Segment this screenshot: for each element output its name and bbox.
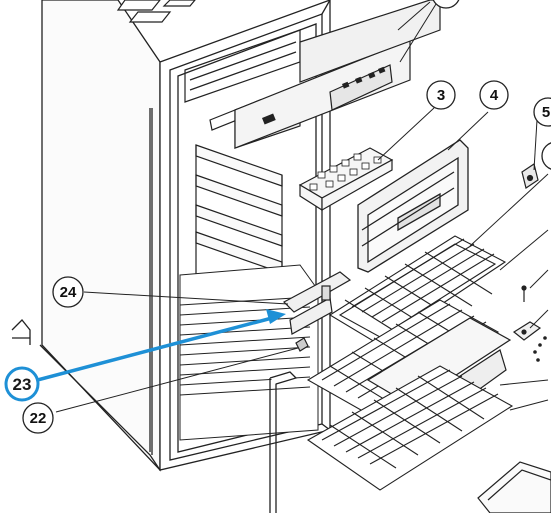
freezer-door: [357, 139, 469, 273]
fastener-parts: [533, 336, 547, 362]
bracket-part: [512, 321, 542, 341]
top-vents: [116, 0, 196, 23]
svg-text:4: 4: [490, 87, 499, 104]
callout-23: 23: [4, 366, 40, 402]
cabinet-side-wall: [11, 0, 161, 472]
wire-shelf-bottom: [306, 365, 514, 491]
callout-6: [541, 142, 551, 170]
leader-lines: [55, 1, 549, 413]
svg-text:24: 24: [60, 284, 77, 301]
highlight-arrow: [29, 309, 286, 384]
screw-part: [521, 285, 527, 302]
svg-text:22: 22: [30, 410, 47, 427]
clip-part: [295, 337, 309, 352]
rod: [269, 371, 298, 513]
callout-22: 22: [22, 402, 54, 434]
callout-4: 4: [479, 80, 509, 110]
hinge-part: [521, 163, 539, 189]
shelf-bracket: [283, 271, 352, 335]
crisper-bin: [477, 461, 551, 513]
interior-rails: [195, 144, 283, 300]
svg-text:3: 3: [437, 87, 445, 104]
callout-5: 5: [533, 97, 551, 127]
callout-24: 24: [52, 276, 84, 308]
callout-1: [432, 0, 460, 9]
control-panel: [262, 64, 393, 125]
svg-text:5: 5: [542, 104, 550, 121]
interior-floor: [179, 264, 319, 441]
top-housing: [184, 0, 441, 149]
ice-tray: [298, 147, 394, 212]
svg-text:23: 23: [13, 375, 32, 394]
callout-3: 3: [426, 80, 456, 110]
